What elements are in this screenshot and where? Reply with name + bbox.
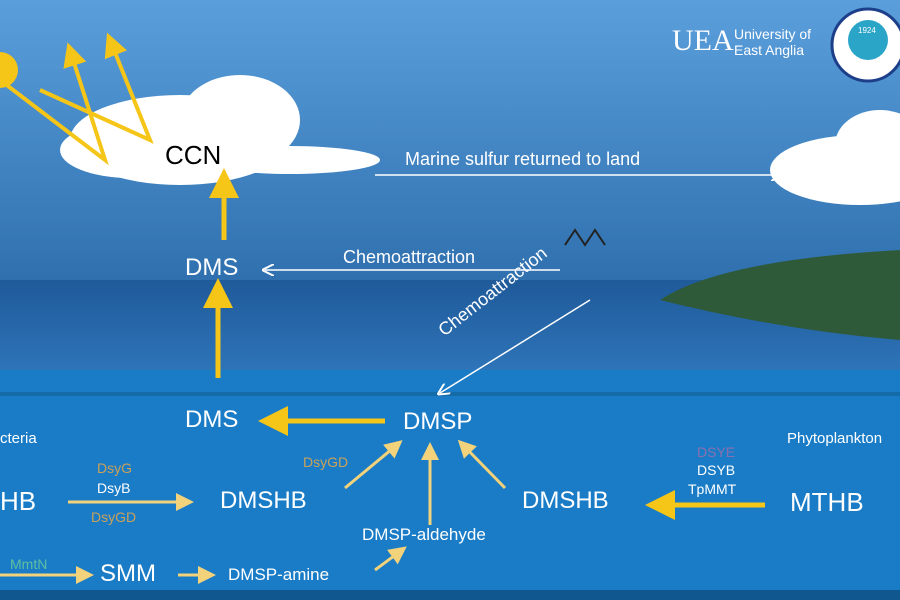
- white-arrows: [265, 175, 780, 393]
- smm-label: SMM: [100, 560, 156, 587]
- chemoattraction-label: Chemoattraction: [343, 247, 476, 267]
- bacteria-label: cteria: [0, 430, 37, 447]
- pathway-arrows: [0, 439, 507, 584]
- bird-icon: [564, 228, 606, 247]
- dmsp-amine-label: DMSP-amine: [228, 565, 330, 584]
- yellow-arrows: [203, 168, 765, 520]
- uea-name-line2: East Anglia: [734, 42, 805, 58]
- uea-logo-mark: UEA: [672, 24, 734, 57]
- enzyme-dsyb-right: DSYB: [697, 462, 736, 478]
- mthb-right-label: MTHB: [790, 487, 864, 517]
- ouc-year: 1924: [858, 26, 876, 35]
- enzyme-dsygd-diag: DsyGD: [303, 454, 349, 470]
- cloud-left: [60, 75, 380, 185]
- ccn-label: CCN: [165, 140, 222, 170]
- enzyme-dsyg: DsyG: [97, 460, 132, 476]
- dmsp-aldehyde-label: DMSP-aldehyde: [362, 525, 486, 544]
- dms-air-label: DMS: [185, 254, 239, 281]
- cloud-right: [770, 110, 900, 205]
- dms-ocean-label: DMS: [185, 406, 239, 433]
- transport-label: Marine sulfur returned to land: [405, 149, 641, 169]
- enzyme-tpmmt: TpMMT: [688, 481, 737, 497]
- enzyme-dsye: DSYE: [697, 444, 736, 460]
- phytoplankton-label: Phytoplankton: [787, 430, 883, 447]
- dmsp-label: DMSP: [403, 408, 473, 435]
- sunlight-arrows: [0, 32, 154, 166]
- dmshb-left-label: DMSHB: [220, 487, 307, 514]
- mthb-left-label: HB: [0, 486, 37, 516]
- dmshb-right-label: DMSHB: [522, 487, 609, 514]
- sun-icon: [0, 52, 18, 88]
- island: [660, 250, 900, 340]
- enzyme-mmtn: MmtN: [10, 556, 48, 572]
- uea-name-line1: University of: [734, 26, 812, 42]
- enzyme-dsyb: DsyB: [97, 480, 131, 496]
- enzyme-dsygd: DsyGD: [91, 509, 137, 525]
- ouc-seal: [830, 7, 900, 83]
